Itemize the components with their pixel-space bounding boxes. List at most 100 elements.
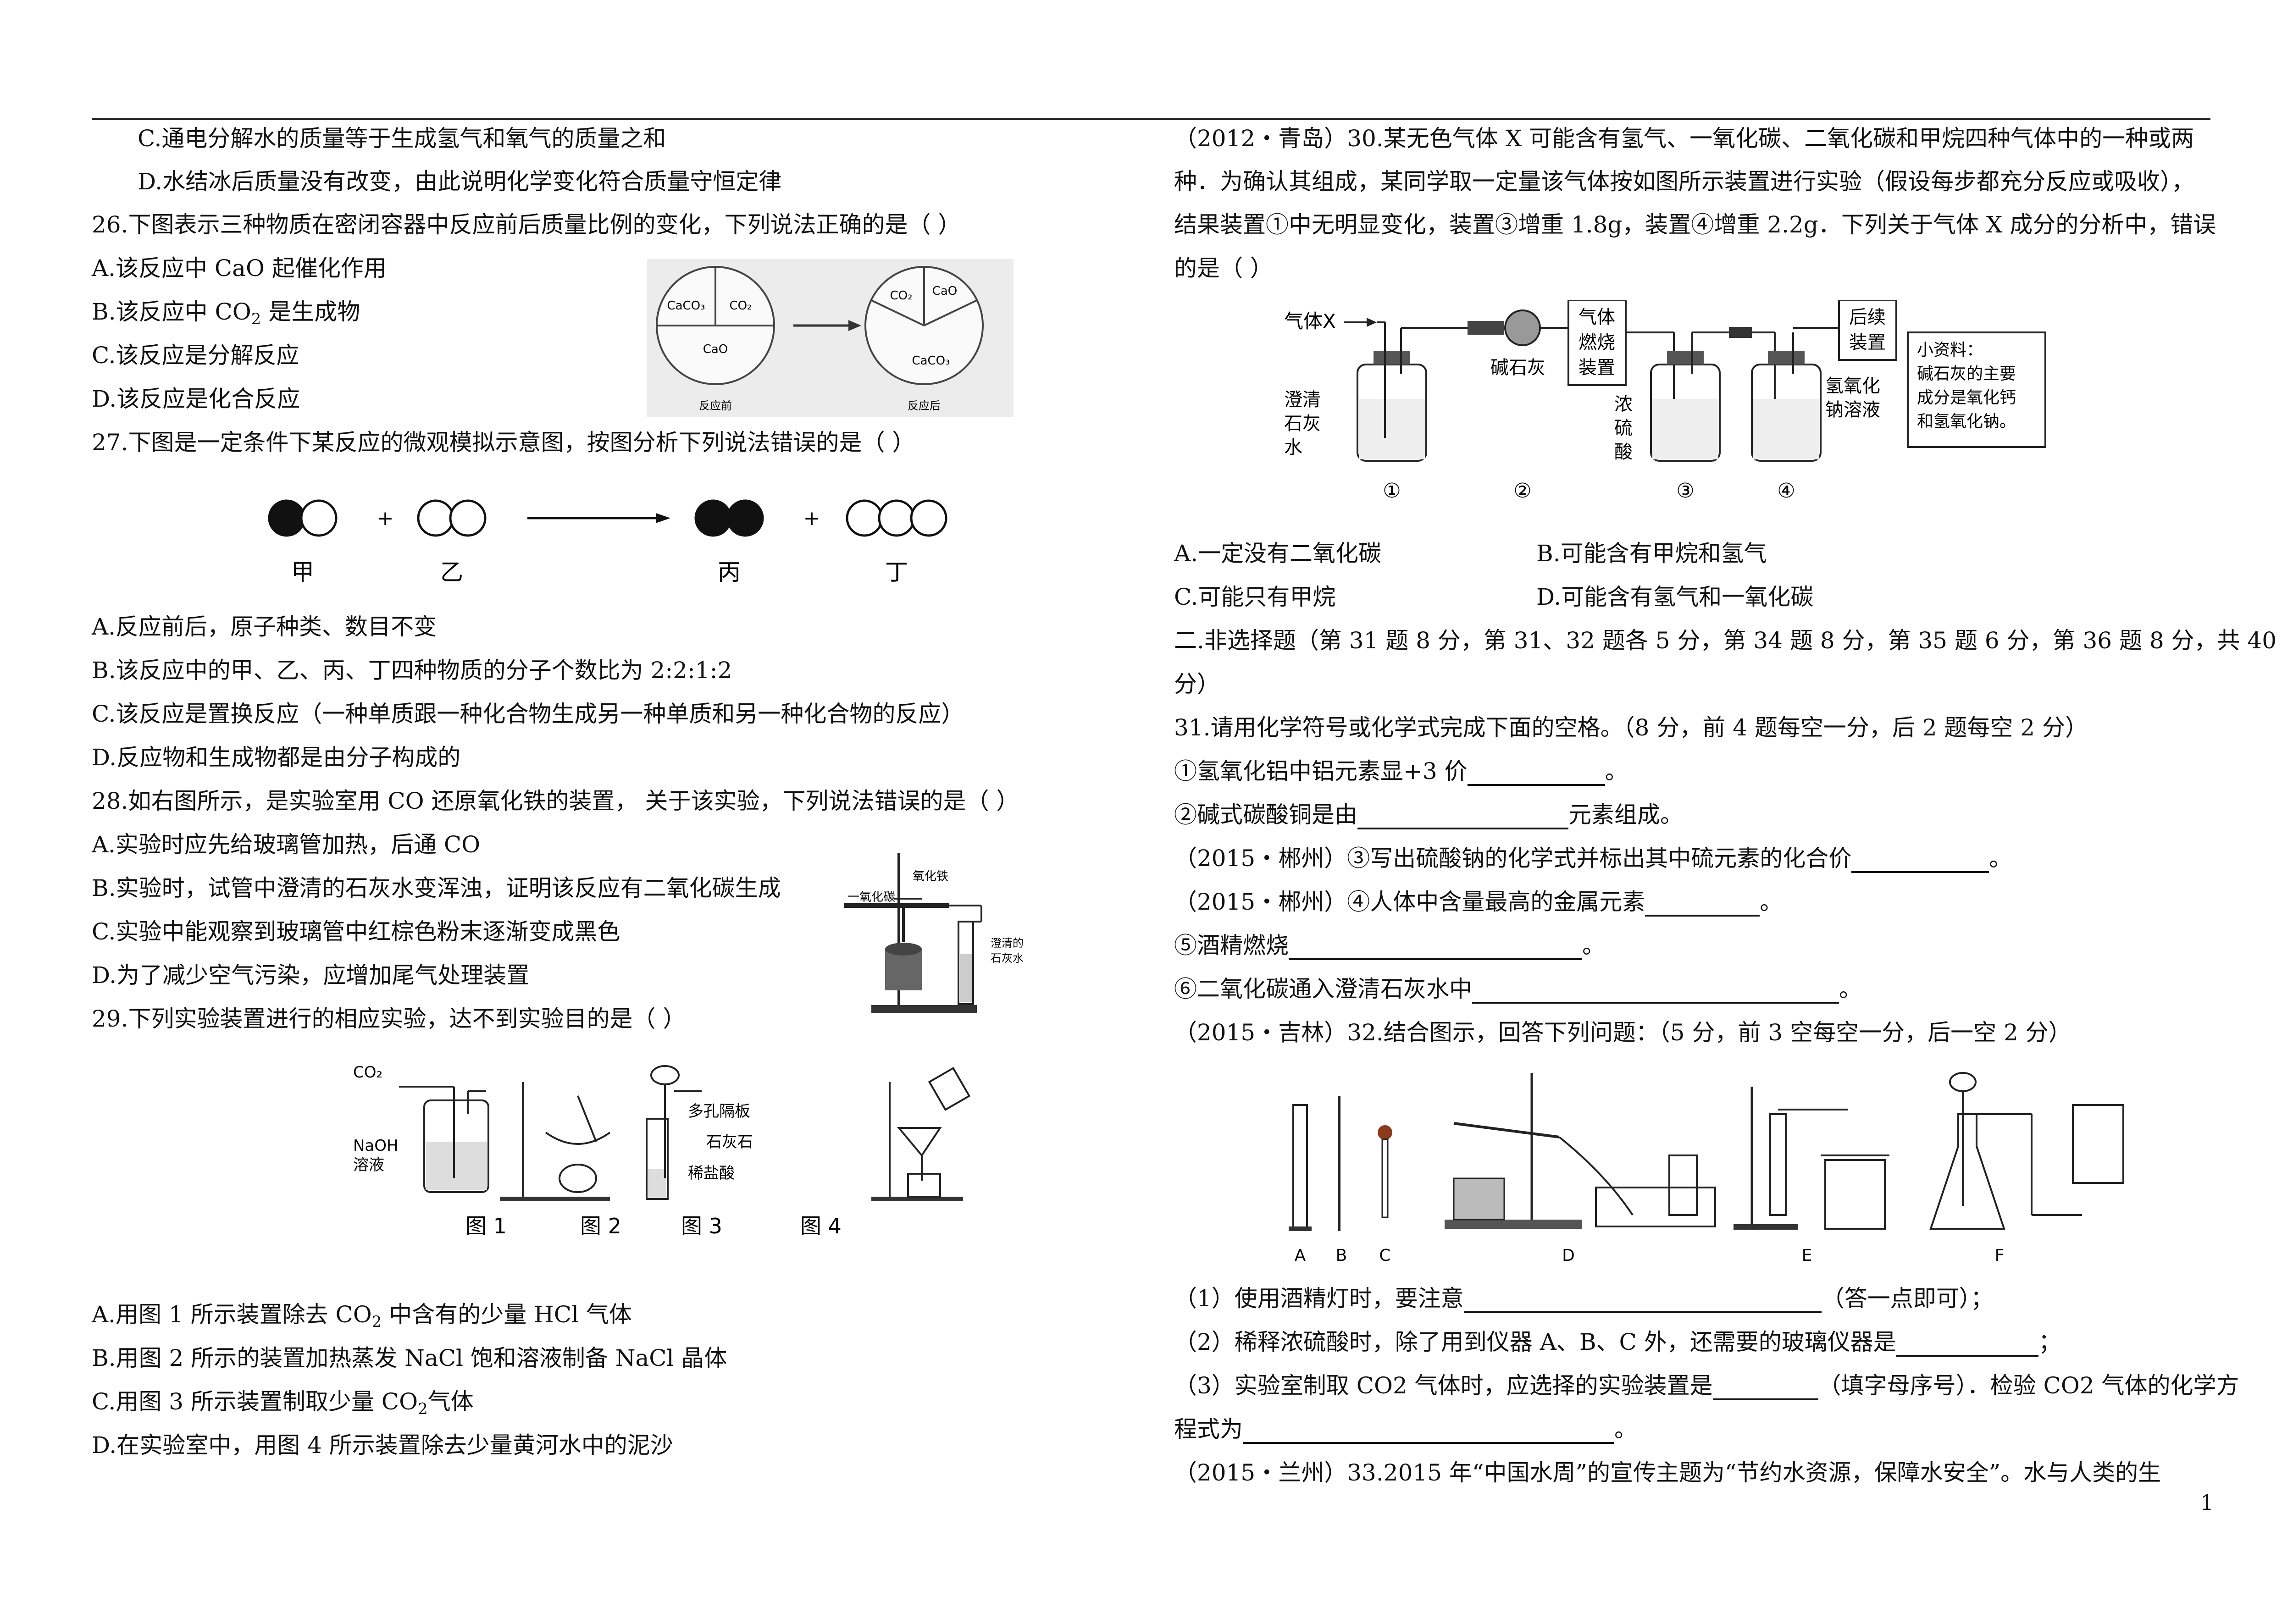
fig3-acid: 稀盐酸 xyxy=(688,1164,735,1182)
q31-item-1: ①氢氧化铝中铝元素显+3 价。 xyxy=(1174,757,1628,786)
q28-option-d: D.为了减少空气污染，应增加尾气处理装置 xyxy=(92,962,530,989)
label-co: 一氧化碳 xyxy=(847,890,895,904)
fig3-plate: 多孔隔板 xyxy=(688,1102,750,1121)
label-gas-x: 气体X xyxy=(1284,310,1336,332)
fig1-naoh-2: 溶液 xyxy=(353,1156,384,1174)
after-cao-label: CaO xyxy=(932,284,958,298)
q32-part-3b: 程式为。 xyxy=(1174,1414,1637,1444)
q27-stem: 27.下图是一定条件下某反应的微观模拟示意图，按图分析下列说法错误的是（ ） xyxy=(92,429,915,456)
naoh-2: 钠溶液 xyxy=(1825,399,1880,420)
q30-line-3: 结果装置①中无明显变化，装置③增重 1.8g，装置④增重 2.2g．下列关于气体… xyxy=(1174,211,2216,238)
q29-option-d: D.在实验室中，用图 4 所示装置除去少量黄河水中的泥沙 xyxy=(92,1432,673,1458)
q27-option-b: B.该反应中的甲、乙、丙、丁四种物质的分子个数比为 2:2:1:2 xyxy=(92,657,732,684)
num-2: ② xyxy=(1513,479,1531,503)
q26-option-d: D.该反应是化合反应 xyxy=(92,386,300,412)
q25-option-d: D.水结冰后质量没有改变，由此说明化学变化符合质量守恒定律 xyxy=(138,168,782,195)
label-bing: 丙 xyxy=(718,559,741,586)
section2-line-2: 分） xyxy=(1174,671,1220,697)
q32-part-2: （2）稀释浓硫酸时，除了用到仪器 A、B、C 外，还需要的玻璃仪器是； xyxy=(1174,1327,2061,1357)
svg-text:+: + xyxy=(377,507,394,530)
label-yi: 乙 xyxy=(440,559,463,586)
naoh-1: 氢氧化 xyxy=(1825,376,1880,397)
burner-1: 气体 xyxy=(1579,307,1615,328)
q31-item-2: ②碱式碳酸铜是由元素组成。 xyxy=(1174,800,1683,829)
label-d: D xyxy=(1562,1246,1575,1265)
q31-item-5: ⑤酒精燃烧。 xyxy=(1174,931,1605,960)
label-ding: 丁 xyxy=(885,559,908,586)
q26-option-a: A.该反应中 CaO 起催化作用 xyxy=(92,255,387,282)
q30-line-1: （2012・青岛）30.某无色气体 X 可能含有氢气、一氧化碳、二氧化碳和甲烷四… xyxy=(1174,125,2194,152)
before-cao-label: CaO xyxy=(703,342,728,356)
label-fe2o3: 氧化铁 xyxy=(913,870,948,884)
svg-text:+: + xyxy=(803,507,820,530)
q30-option-a: A.一定没有二氧化碳 xyxy=(1174,540,1382,567)
q30-option-c: C.可能只有甲烷 xyxy=(1174,584,1336,610)
q25-option-c: C.通电分解水的质量等于生成氢气和氧气的质量之和 xyxy=(138,125,666,152)
h2so4-1: 浓 xyxy=(1614,394,1633,415)
label-f: F xyxy=(1995,1246,2005,1265)
q33-stem: （2015・兰州）33.2015 年“中国水周”的宣传主题为“节约水资源，保障水… xyxy=(1174,1459,2161,1486)
q26-option-c: C.该反应是分解反应 xyxy=(92,342,299,369)
after-co2-label: CO₂ xyxy=(890,289,912,303)
q26-stem: 26.下图表示三种物质在密闭容器中反应前后质量比例的变化，下列说法正确的是（ ） xyxy=(92,211,961,238)
caption-fig4: 图 4 xyxy=(800,1214,842,1238)
q28-stem: 28.如右图所示，是实验室用 CO 还原氧化铁的装置， 关于该实验，下列说法错误… xyxy=(92,788,1019,814)
before-co2-label: CO₂ xyxy=(729,299,752,313)
q28-option-b: B.实验时，试管中澄清的石灰水变浑浊，证明该反应有二氧化碳生成 xyxy=(92,875,781,901)
burner-3: 装置 xyxy=(1579,357,1615,378)
label-a: A xyxy=(1295,1246,1306,1265)
q32-part-1: （1）使用酒精灯时，要注意（答一点即可）； xyxy=(1174,1284,1994,1313)
q29-stem: 29.下列实验装置进行的相应实验，达不到实验目的是（ ） xyxy=(92,1005,686,1032)
before-caco3-label: CaCO₃ xyxy=(667,299,705,313)
q30-line-2: 种．为确认其组成，某同学取一定量该气体按如图所示装置进行实验（假设每步都充分反应… xyxy=(1174,168,2194,195)
q29-option-c: C.用图 3 所示装置制取少量 CO2气体 xyxy=(92,1388,474,1418)
q27-molecule-figure: + + 甲 乙 丙 丁 xyxy=(252,488,1055,596)
label-e: E xyxy=(1802,1246,1812,1265)
caption-before: 反应前 xyxy=(699,399,732,412)
header-rule xyxy=(92,118,2210,120)
q29-apparatus-figure: CO₂ NaOH 溶液 多孔隔板 石灰石 稀盐酸 xyxy=(349,1063,981,1240)
h2so4-3: 酸 xyxy=(1614,442,1633,463)
fig3-limestone: 石灰石 xyxy=(706,1133,753,1151)
label-limewater-1: 澄清的 xyxy=(991,937,1024,950)
q30-option-d: D.可能含有氢气和一氧化碳 xyxy=(1536,584,1814,610)
q31-item-3: （2015・郴州）③写出硫酸钠的化学式并标出其中硫元素的化合价。 xyxy=(1174,844,2012,873)
caption-fig1: 图 1 xyxy=(465,1214,507,1238)
limewater-3: 水 xyxy=(1284,437,1302,458)
note-1: 小资料： xyxy=(1917,341,1983,359)
after-caco3-label: CaCO₃ xyxy=(912,354,950,368)
q32-instruments-figure: A B C D E F xyxy=(1275,1068,2146,1272)
q27-option-d: D.反应物和生成物都是由分子构成的 xyxy=(92,744,461,771)
q30-line-4: 的是（ ） xyxy=(1174,255,1273,282)
q26-option-b: B.该反应中 CO2 是生成物 xyxy=(92,298,360,328)
q30-apparatus-figure: 气体X 碱石灰 气体 燃烧 装置 xyxy=(1275,299,2110,522)
q28-apparatus-figure: 一氧化碳 氧化铁 澄清的 石灰水 xyxy=(844,844,1101,1020)
caption-after: 反应后 xyxy=(908,399,941,412)
q27-option-c: C.该反应是置换反应（一种单质跟一种化合物生成另一种单质和另一种化合物的反应） xyxy=(92,701,964,727)
q26-pie-figure: CaCO₃ CO₂ CaO CO₂ CaO CaCO₃ 反应前 反应后 xyxy=(647,259,1014,419)
burner-2: 燃烧 xyxy=(1579,332,1615,353)
later-2: 装置 xyxy=(1849,332,1886,353)
note-2: 碱石灰的主要 xyxy=(1917,365,2016,383)
label-c: C xyxy=(1379,1246,1390,1265)
q31-item-4: （2015・郴州）④人体中含量最高的金属元素。 xyxy=(1174,887,1783,917)
num-3: ③ xyxy=(1676,479,1694,503)
fig1-naoh-1: NaOH xyxy=(353,1137,399,1155)
note-4: 和氢氧化钠。 xyxy=(1917,412,2016,431)
num-1: ① xyxy=(1383,479,1401,503)
q31-item-6: ⑥二氧化碳通入澄清石灰水中。 xyxy=(1174,974,1862,1004)
q31-stem: 31.请用化学符号或化学式完成下面的空格。（8 分，前 4 题每空一分，后 2 … xyxy=(1174,714,2088,741)
num-4: ④ xyxy=(1777,479,1795,503)
page-number: 1 xyxy=(2200,1490,2214,1515)
section2-line-1: 二.非选择题（第 31 题 8 分，第 31、32 题各 5 分，第 34 题 … xyxy=(1174,627,2277,654)
q28-option-c: C.实验中能观察到玻璃管中红棕色粉末逐渐变成黑色 xyxy=(92,918,620,945)
label-sodalime: 碱石灰 xyxy=(1490,357,1545,378)
limewater-1: 澄清 xyxy=(1284,389,1321,410)
later-1: 后续 xyxy=(1849,307,1886,328)
q32-part-3: （3）实验室制取 CO2 气体时，应选择的实验装置是（填字母序号）．检验 CO2… xyxy=(1174,1371,2239,1400)
q28-option-a: A.实验时应先给玻璃管加热，后通 CO xyxy=(92,831,481,858)
caption-fig2: 图 2 xyxy=(580,1214,621,1238)
label-jia: 甲 xyxy=(291,559,314,586)
q29-option-b: B.用图 2 所示的装置加热蒸发 NaCl 饱和溶液制备 NaCl 晶体 xyxy=(92,1345,727,1371)
